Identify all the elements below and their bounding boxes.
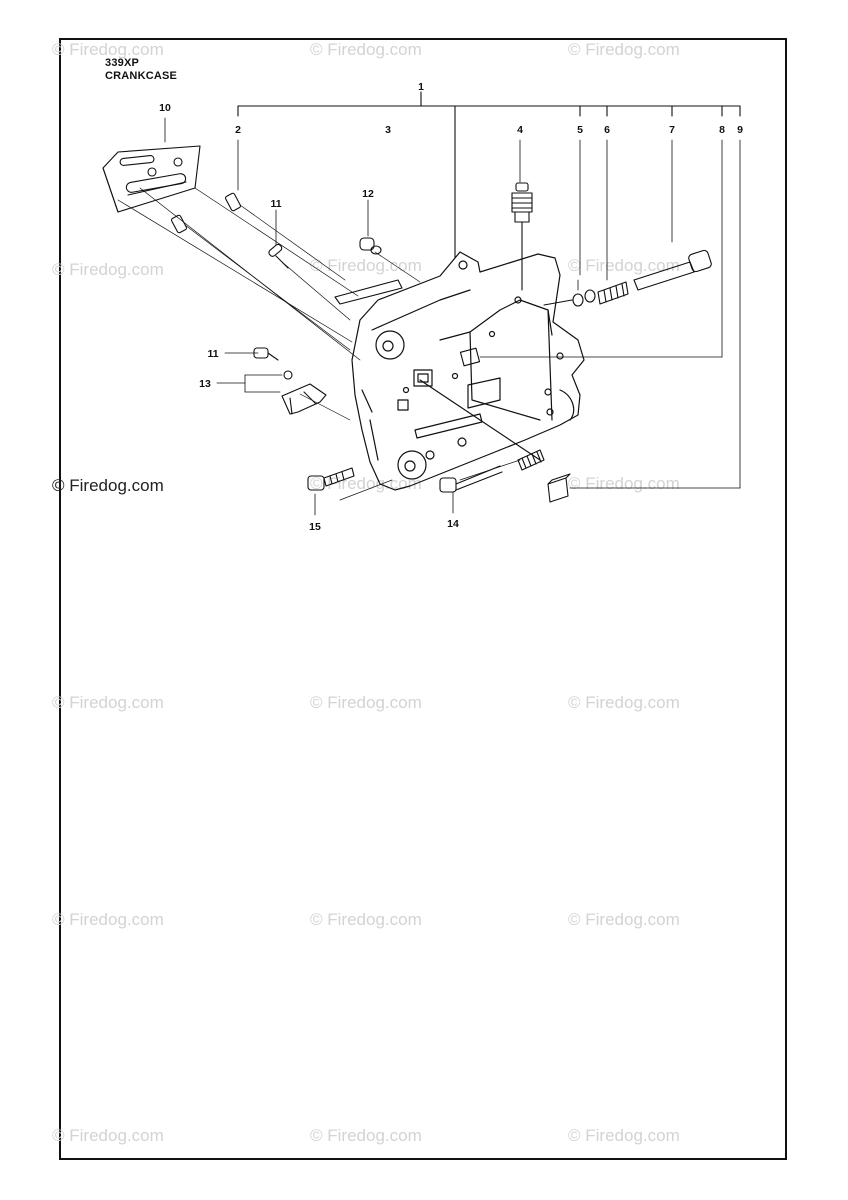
watermark: © Firedog.com	[52, 910, 164, 929]
callout-14: 14	[447, 518, 459, 530]
watermark: © Firedog.com	[310, 474, 422, 493]
callout-9: 9	[737, 124, 743, 136]
watermark: © Firedog.com	[52, 693, 164, 712]
nut-part	[359, 237, 382, 255]
callout-4: 4	[517, 124, 523, 136]
watermark: © Firedog.com	[568, 40, 680, 59]
clip-part	[281, 383, 327, 415]
watermark: © Firedog.com	[568, 256, 680, 275]
crankcase-body	[351, 251, 585, 491]
watermark: © Firedog.com	[310, 693, 422, 712]
callout-12: 12	[362, 188, 374, 200]
small-insert-part	[459, 347, 481, 367]
callout-7: 7	[669, 124, 675, 136]
watermark: © Firedog.com	[52, 1126, 164, 1145]
spring-washer-assembly	[543, 249, 712, 307]
callout-1: 1	[418, 81, 424, 93]
screw-spring-part	[439, 449, 545, 493]
callout-bracket-1	[237, 91, 741, 259]
watermark: © Firedog.com	[568, 693, 680, 712]
callout-5: 5	[577, 124, 583, 136]
leader-lines	[164, 117, 741, 516]
watermark: © Firedog.com	[310, 910, 422, 929]
callout-8: 8	[719, 124, 725, 136]
watermark: © Firedog.com	[310, 1126, 422, 1145]
screw-part	[307, 467, 355, 491]
link-bar	[334, 279, 403, 305]
section-title: CRANKCASE	[105, 70, 178, 82]
bolt-part	[253, 243, 293, 380]
watermark: © Firedog.com	[568, 910, 680, 929]
callout-11: 11	[207, 348, 218, 360]
callout-3: 3	[385, 124, 391, 136]
watermark: © Firedog.com	[52, 40, 164, 59]
model-label: 339XP	[105, 57, 140, 69]
callout-15: 15	[309, 521, 321, 533]
watermark: © Firedog.com	[52, 260, 164, 279]
watermark-dark: © Firedog.com	[52, 476, 164, 495]
stop-block-part	[547, 473, 571, 503]
pin-part	[170, 192, 242, 234]
page-frame	[59, 38, 787, 1160]
callout-13: 13	[199, 378, 211, 390]
callout-11: 11	[270, 198, 281, 210]
callout-6: 6	[604, 124, 610, 136]
callout-10: 10	[159, 102, 171, 114]
plate-part	[102, 145, 201, 213]
watermark: © Firedog.com	[310, 40, 422, 59]
assembly-lines	[117, 187, 521, 501]
watermark: © Firedog.com	[568, 1126, 680, 1145]
callout-2: 2	[235, 124, 241, 136]
fitting-part	[511, 182, 533, 291]
